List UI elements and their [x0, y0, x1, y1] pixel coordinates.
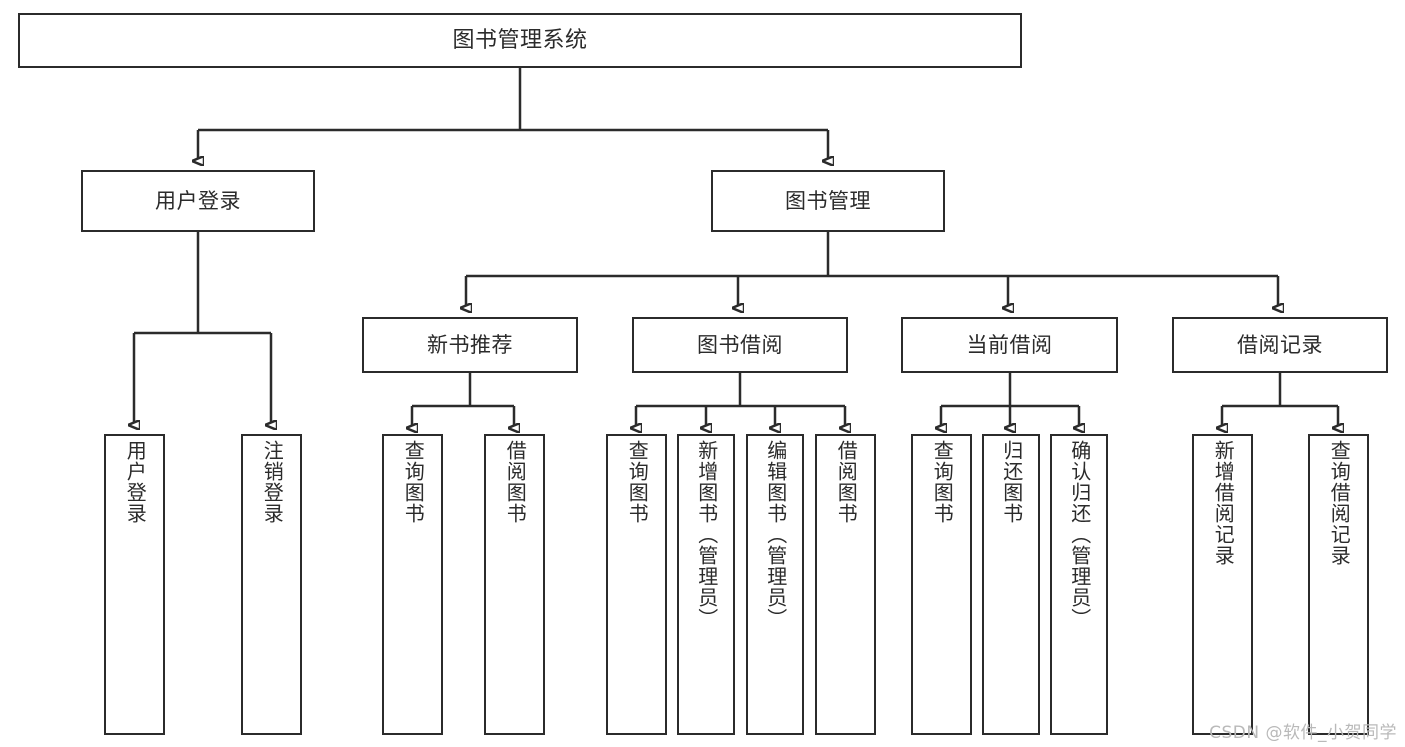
leaf-user-login[interactable]: 用户登录: [104, 434, 165, 735]
leaf-logout-label: 注销登录: [260, 440, 285, 524]
leaf-add-borrow-record[interactable]: 新增借阅记录: [1192, 434, 1253, 735]
leaf-return-book[interactable]: 归还图书: [982, 434, 1040, 735]
node-user-login-label: 用户登录: [155, 188, 241, 213]
leaf-return-book-label: 归还图书: [999, 440, 1024, 524]
node-root-label: 图书管理系统: [452, 27, 588, 53]
leaf-add-book-admin[interactable]: 新增图书（管理员）: [677, 434, 735, 735]
leaf-edit-book-admin-label: 编辑图书（管理员）: [763, 440, 788, 629]
leaf-query-book-recommend-label: 查询图书: [401, 440, 426, 524]
leaf-borrow-book-label: 借阅图书: [834, 440, 859, 524]
leaf-borrow-book-recommend-label: 借阅图书: [503, 440, 528, 524]
node-book-management[interactable]: 图书管理: [711, 170, 945, 232]
leaf-query-borrow-record[interactable]: 查询借阅记录: [1308, 434, 1369, 735]
leaf-add-book-admin-label: 新增图书（管理员）: [694, 440, 719, 629]
node-new-book-recommend-label: 新书推荐: [427, 332, 513, 357]
node-current-borrow-label: 当前借阅: [966, 332, 1053, 357]
node-root[interactable]: 图书管理系统: [18, 13, 1022, 68]
leaf-confirm-return-admin-label: 确认归还（管理员）: [1067, 440, 1092, 629]
leaf-query-book[interactable]: 查询图书: [606, 434, 667, 735]
leaf-borrow-book-recommend[interactable]: 借阅图书: [484, 434, 545, 735]
leaf-add-borrow-record-label: 新增借阅记录: [1211, 440, 1236, 566]
leaf-edit-book-admin[interactable]: 编辑图书（管理员）: [746, 434, 804, 735]
watermark: CSDN @软件_小贺同学: [1209, 723, 1397, 743]
node-new-book-recommend[interactable]: 新书推荐: [362, 317, 578, 373]
node-current-borrow[interactable]: 当前借阅: [901, 317, 1118, 373]
node-book-borrow-label: 图书借阅: [697, 332, 783, 357]
leaf-borrow-book[interactable]: 借阅图书: [815, 434, 876, 735]
leaf-query-book-current-label: 查询图书: [930, 440, 955, 524]
leaf-confirm-return-admin[interactable]: 确认归还（管理员）: [1050, 434, 1108, 735]
leaf-logout[interactable]: 注销登录: [241, 434, 302, 735]
node-book-management-label: 图书管理: [785, 188, 871, 213]
leaf-user-login-label: 用户登录: [123, 440, 148, 524]
leaf-query-borrow-record-label: 查询借阅记录: [1327, 440, 1352, 566]
node-book-borrow[interactable]: 图书借阅: [632, 317, 848, 373]
node-user-login[interactable]: 用户登录: [81, 170, 315, 232]
node-borrow-record-label: 借阅记录: [1237, 332, 1323, 357]
leaf-query-book-current[interactable]: 查询图书: [911, 434, 972, 735]
leaf-query-book-label: 查询图书: [625, 440, 650, 524]
node-borrow-record[interactable]: 借阅记录: [1172, 317, 1388, 373]
leaf-query-book-recommend[interactable]: 查询图书: [382, 434, 443, 735]
